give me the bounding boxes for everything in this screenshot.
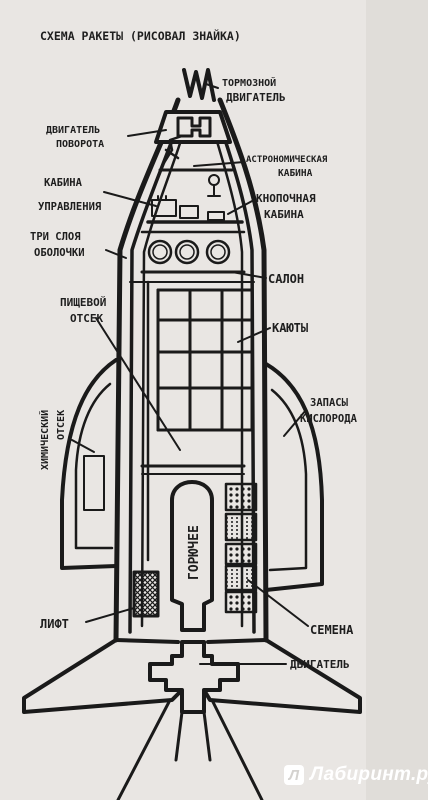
porthole-1 bbox=[147, 239, 173, 265]
label-button-cabin-2: КАБИНА bbox=[264, 208, 304, 221]
right-leg bbox=[202, 638, 362, 714]
label-fuel: ГОРЮЧЕЕ bbox=[187, 525, 202, 580]
hull-bottom-left bbox=[114, 638, 180, 644]
porthole-1-inner bbox=[152, 244, 168, 260]
porthole-2 bbox=[174, 239, 200, 265]
page-edge-shadow bbox=[366, 0, 428, 800]
pointer-lines bbox=[71, 83, 309, 665]
label-salon: САЛОН bbox=[268, 272, 304, 286]
label-astro-cabin-2: КАБИНА bbox=[278, 168, 313, 179]
label-brake-engine-1: ТОРМОЗНОЙ bbox=[222, 76, 276, 89]
right-fin-inner bbox=[268, 388, 308, 572]
label-oxygen-2: КИСЛОРОДА bbox=[300, 413, 358, 425]
porthole-3 bbox=[205, 239, 231, 265]
pointer-control-cabin bbox=[103, 191, 157, 207]
label-oxygen-1: ЗАПАСЫ bbox=[310, 397, 349, 409]
control-desk-right bbox=[179, 205, 199, 219]
label-engine: ДВИГАТЕЛЬ bbox=[290, 658, 350, 671]
label-brake-engine-2: ДВИГАТЕЛЬ bbox=[226, 91, 286, 104]
watermark-text: Лабиринт.ру bbox=[310, 764, 428, 785]
pointer-lift bbox=[85, 607, 135, 623]
label-control-cabin-1: КАБИНА bbox=[44, 177, 83, 189]
label-control-cabin-2: УПРАВЛЕНИЯ bbox=[38, 201, 101, 213]
chemical-compartment bbox=[83, 455, 105, 511]
label-button-cabin-1: КНОПОЧНАЯ bbox=[256, 192, 316, 205]
watermark-logo: Л Лабиринт.ру bbox=[284, 762, 428, 788]
left-fin-outer bbox=[60, 358, 118, 570]
labirint-logo-icon: Л bbox=[284, 765, 304, 785]
leg-struts bbox=[116, 698, 264, 800]
label-chemical-1: ХИМИЧЕСКИЙ bbox=[38, 410, 51, 470]
label-astro-cabin-1: АСТРОНОМИЧЕСКАЯ bbox=[246, 155, 328, 165]
button-panel bbox=[207, 211, 225, 221]
label-turn-engine-2: ПОВОРОТА bbox=[56, 139, 104, 150]
diagram-title: СХЕМА РАКЕТЫ (РИСОВАЛ ЗНАЙКА) bbox=[40, 28, 241, 43]
engine-nozzle bbox=[174, 710, 212, 762]
label-cabins: КАЮТЫ bbox=[272, 321, 308, 335]
turn-engine-cross bbox=[176, 116, 212, 138]
hull-right-outer bbox=[217, 97, 269, 643]
left-fin-inner bbox=[74, 382, 114, 550]
pointer-astro-cabin bbox=[193, 161, 245, 167]
pointer-three-layers bbox=[105, 249, 127, 259]
pointer-salon bbox=[231, 271, 267, 279]
globe-stand bbox=[207, 184, 221, 197]
fuel-tank bbox=[170, 480, 214, 632]
label-seeds: СЕМЕНА bbox=[310, 623, 354, 637]
label-chemical-2: ОТСЕК bbox=[56, 410, 67, 440]
control-levers bbox=[157, 195, 167, 201]
pointer-oxygen bbox=[283, 409, 307, 437]
left-leg bbox=[22, 638, 184, 714]
label-three-layers-1: ТРИ СЛОЯ bbox=[30, 231, 81, 243]
right-fin-outer bbox=[264, 362, 324, 592]
porthole-3-inner bbox=[210, 244, 226, 260]
pointer-button-cabin bbox=[227, 199, 255, 215]
brake-engine-nozzle bbox=[182, 68, 216, 102]
pointer-turn-engine bbox=[127, 129, 167, 137]
label-three-layers-2: ОБОЛОЧКИ bbox=[34, 247, 85, 259]
pointer-seeds bbox=[247, 579, 309, 627]
seeds-storage bbox=[224, 482, 258, 614]
pointer-food bbox=[95, 317, 181, 451]
label-food-1: ПИЩЕВОЙ bbox=[60, 296, 106, 309]
control-desk-left bbox=[151, 199, 177, 217]
pointer-cabins bbox=[237, 327, 271, 343]
main-engine bbox=[148, 640, 240, 714]
pointer-chemical bbox=[71, 439, 95, 453]
lift-cabin bbox=[132, 570, 160, 618]
label-turn-engine-1: ДВИГАТЕЛЬ bbox=[46, 125, 100, 136]
telescope bbox=[160, 134, 184, 168]
label-food-2: ОТСЕК bbox=[70, 312, 103, 325]
hull-bottom-right bbox=[206, 638, 268, 644]
rocket-body bbox=[22, 68, 362, 800]
porthole-2-inner bbox=[179, 244, 195, 260]
cabins-grid bbox=[156, 288, 254, 432]
label-lift: ЛИФТ bbox=[40, 617, 69, 631]
pointer-brake-engine bbox=[205, 83, 219, 89]
